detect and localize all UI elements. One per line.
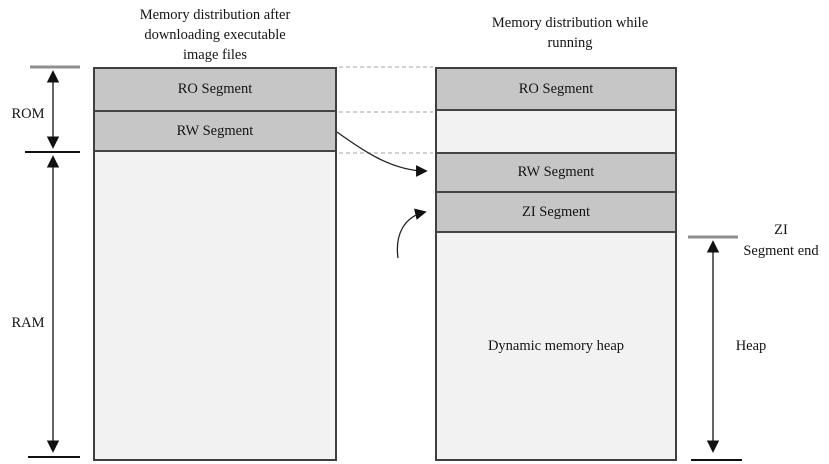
ro-segment-block: RO Segment (95, 69, 335, 112)
zi-segment-label: ZI Segment (521, 203, 591, 220)
ram-range-label: RAM (11, 315, 45, 331)
dynamic-heap-block: Dynamic memory heap (437, 233, 675, 459)
right-column-title: Memory distribution while running (491, 15, 649, 51)
rw-segment-label: RW Segment (517, 164, 595, 180)
ro-segment-label: RO Segment (518, 80, 594, 97)
rw-copy-arrow-icon (336, 131, 428, 177)
left-column-title: Memory distribution after downloading ex… (139, 7, 291, 63)
zi-segment-block: ZI Segment (437, 193, 675, 233)
memory-column-download: RO Segment RW Segment (93, 67, 337, 461)
empty-ram-block (95, 152, 335, 459)
heap-block-label: Dynamic memory heap (487, 337, 625, 354)
zi-init-arrow-icon (396, 208, 427, 259)
rw-segment-block: RW Segment (437, 154, 675, 193)
zi-segment-end-label: ZI Segment end (743, 222, 819, 259)
rw-segment-block: RW Segment (95, 112, 335, 152)
ro-segment-block: RO Segment (437, 69, 675, 111)
rw-segment-label: RW Segment (176, 122, 254, 139)
heap-range-label: Heap (735, 338, 767, 354)
rom-range-label: ROM (11, 106, 45, 122)
ro-segment-label: RO Segment (177, 81, 253, 97)
memory-column-running: RO Segment RW Segment ZI Segment Dynamic… (435, 67, 677, 461)
gap-block (437, 111, 675, 154)
